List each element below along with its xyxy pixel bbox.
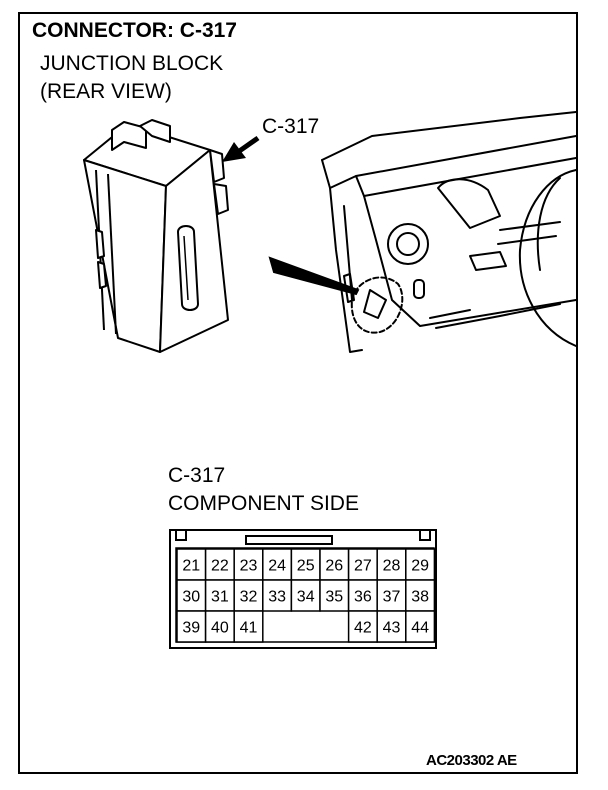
pin-cavity [405,579,436,612]
pin-number: 31 [211,589,229,606]
pin-number: 29 [411,558,429,575]
pin-cavity [319,548,350,581]
pin-cavity [176,610,207,643]
pin-number: 39 [182,620,200,637]
pin-cavity [376,548,407,581]
pin-number: 43 [383,620,401,637]
pin-cavity [376,610,407,643]
pin-number: 35 [325,589,343,606]
pin-number: 26 [325,558,343,575]
view-label: (REAR VIEW) [40,80,172,103]
pin-cavity [347,610,378,643]
pin-cavity [233,610,264,643]
callout-label: C-317 [262,115,320,138]
pin-number: 33 [268,589,286,606]
pin-cavity [319,579,350,612]
pin-number: 21 [182,558,200,575]
pin-number: 41 [240,620,258,637]
pin-number: 36 [354,589,372,606]
junction-block-illustration [83,119,229,353]
pin-cavity [204,548,235,581]
pin-number: 44 [411,620,429,637]
pin-cavity [405,610,436,643]
pin-number: 38 [411,589,429,606]
connector-label: C-317 [168,464,226,487]
component-name: JUNCTION BLOCK [40,52,224,75]
pin-number: 22 [211,558,229,575]
figure-code: AC203302 AE [426,752,517,769]
arrow-icon [222,135,260,162]
pin-cavity [347,579,378,612]
pin-number: 34 [297,589,315,606]
pin-number: 23 [240,558,258,575]
pin-cavity [204,610,235,643]
pin-cavity [176,548,207,581]
connector-pins: 21 22 23 24 25 26 27 28 29 30 31 32 33 34 35 36 37 38 39 40… [176,548,436,643]
pin-number: 28 [383,558,401,575]
pin-number: 32 [240,589,258,606]
pin-cavity [347,548,378,581]
pin-number: 42 [354,620,372,637]
pin-number: 40 [211,620,229,637]
pin-cavity [176,579,207,612]
pin-number: 30 [182,589,200,606]
pin-number: 24 [268,558,286,575]
connector-side-label: COMPONENT SIDE [168,492,359,515]
pin-number: 37 [383,589,401,606]
location-pointer [268,256,360,296]
connector-title: CONNECTOR: C-317 [32,19,237,42]
pin-number: 25 [297,558,315,575]
pin-number: 27 [354,558,372,575]
pin-cavity [405,548,436,581]
dashboard-illustration [321,111,577,353]
